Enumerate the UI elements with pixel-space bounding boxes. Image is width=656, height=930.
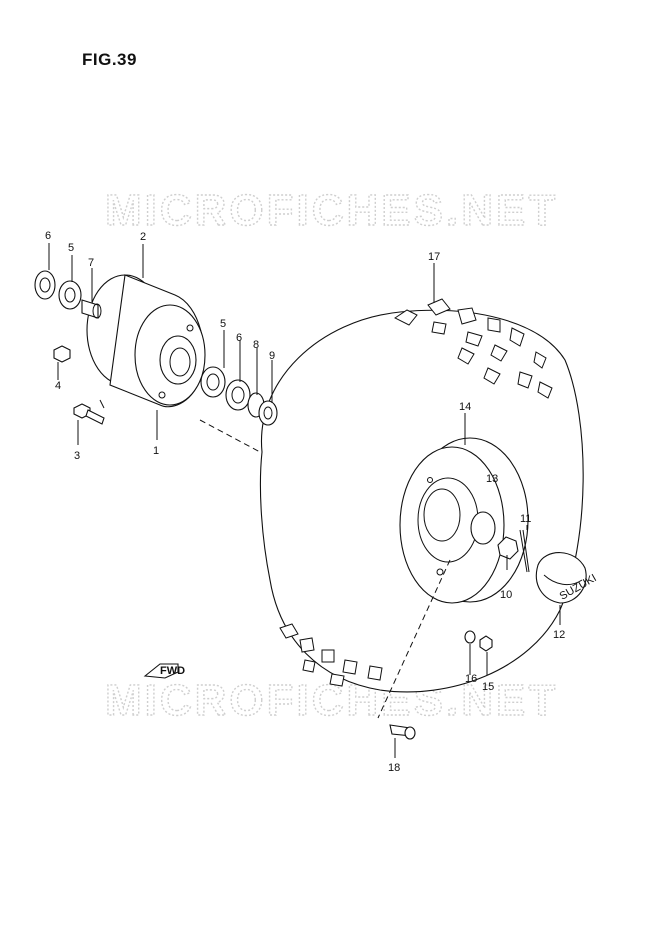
part-label-8: 8 — [253, 339, 259, 351]
part-label-2: 2 — [140, 231, 146, 243]
part-number-labels: 1 2 3 4 5 5 6 6 7 8 9 10 11 12 13 14 15 … — [45, 230, 565, 774]
nut-15 — [479, 635, 493, 652]
part-label-4: 4 — [55, 380, 61, 392]
part-label-7: 7 — [88, 257, 94, 269]
rim-face — [399, 446, 505, 604]
tire-tread-top — [394, 298, 553, 399]
tire-valve-18 — [389, 724, 416, 740]
part-label-9: 9 — [269, 350, 275, 362]
drum-hub — [159, 335, 197, 385]
left-bearing-set — [34, 270, 102, 319]
fwd-text: FWD — [160, 665, 185, 677]
part-label-11: 11 — [520, 513, 531, 525]
part-label-14: 14 — [459, 401, 471, 413]
rim-hub-bore — [423, 488, 461, 542]
leader-lines — [48, 243, 561, 758]
washer-9 — [258, 400, 278, 426]
nut-4 — [53, 345, 71, 363]
bearing-5-left — [58, 280, 82, 310]
part-label-3: 3 — [74, 450, 80, 462]
oil-seal-6-right — [225, 379, 251, 411]
part-label-13: 13 — [486, 473, 498, 485]
right-bearing-set — [200, 366, 278, 426]
part-label-10: 10 — [500, 589, 512, 601]
part-label-18: 18 — [388, 762, 400, 774]
part-label-1: 1 — [153, 445, 159, 457]
part-label-6-left: 6 — [45, 230, 51, 242]
hub-cap-12: SUZUKI — [535, 552, 599, 604]
bearing-5-right — [200, 366, 226, 398]
oil-seal-6 — [34, 270, 56, 300]
rim-cap-13 — [470, 511, 496, 545]
part-label-6-right: 6 — [236, 332, 242, 344]
forward-direction-marker: FWD — [143, 663, 185, 679]
part-label-5-left: 5 — [68, 242, 74, 254]
washer-16 — [464, 630, 476, 644]
cotter-pin-11 — [519, 529, 530, 573]
part-label-12: 12 — [553, 629, 565, 641]
part-label-15: 15 — [482, 681, 494, 693]
bolt-3 — [73, 403, 105, 425]
wheel-nut-10 — [497, 536, 519, 560]
wheel-rim — [399, 437, 529, 604]
part-label-17: 17 — [428, 251, 440, 263]
brake-drum — [86, 274, 206, 408]
tire-tread-bottom — [279, 623, 383, 687]
part-label-5-right: 5 — [220, 318, 226, 330]
part-label-16: 16 — [465, 673, 477, 685]
figure-title: FIG.39 — [82, 50, 137, 69]
watermark-top: MICROFICHES.NET — [105, 186, 558, 235]
